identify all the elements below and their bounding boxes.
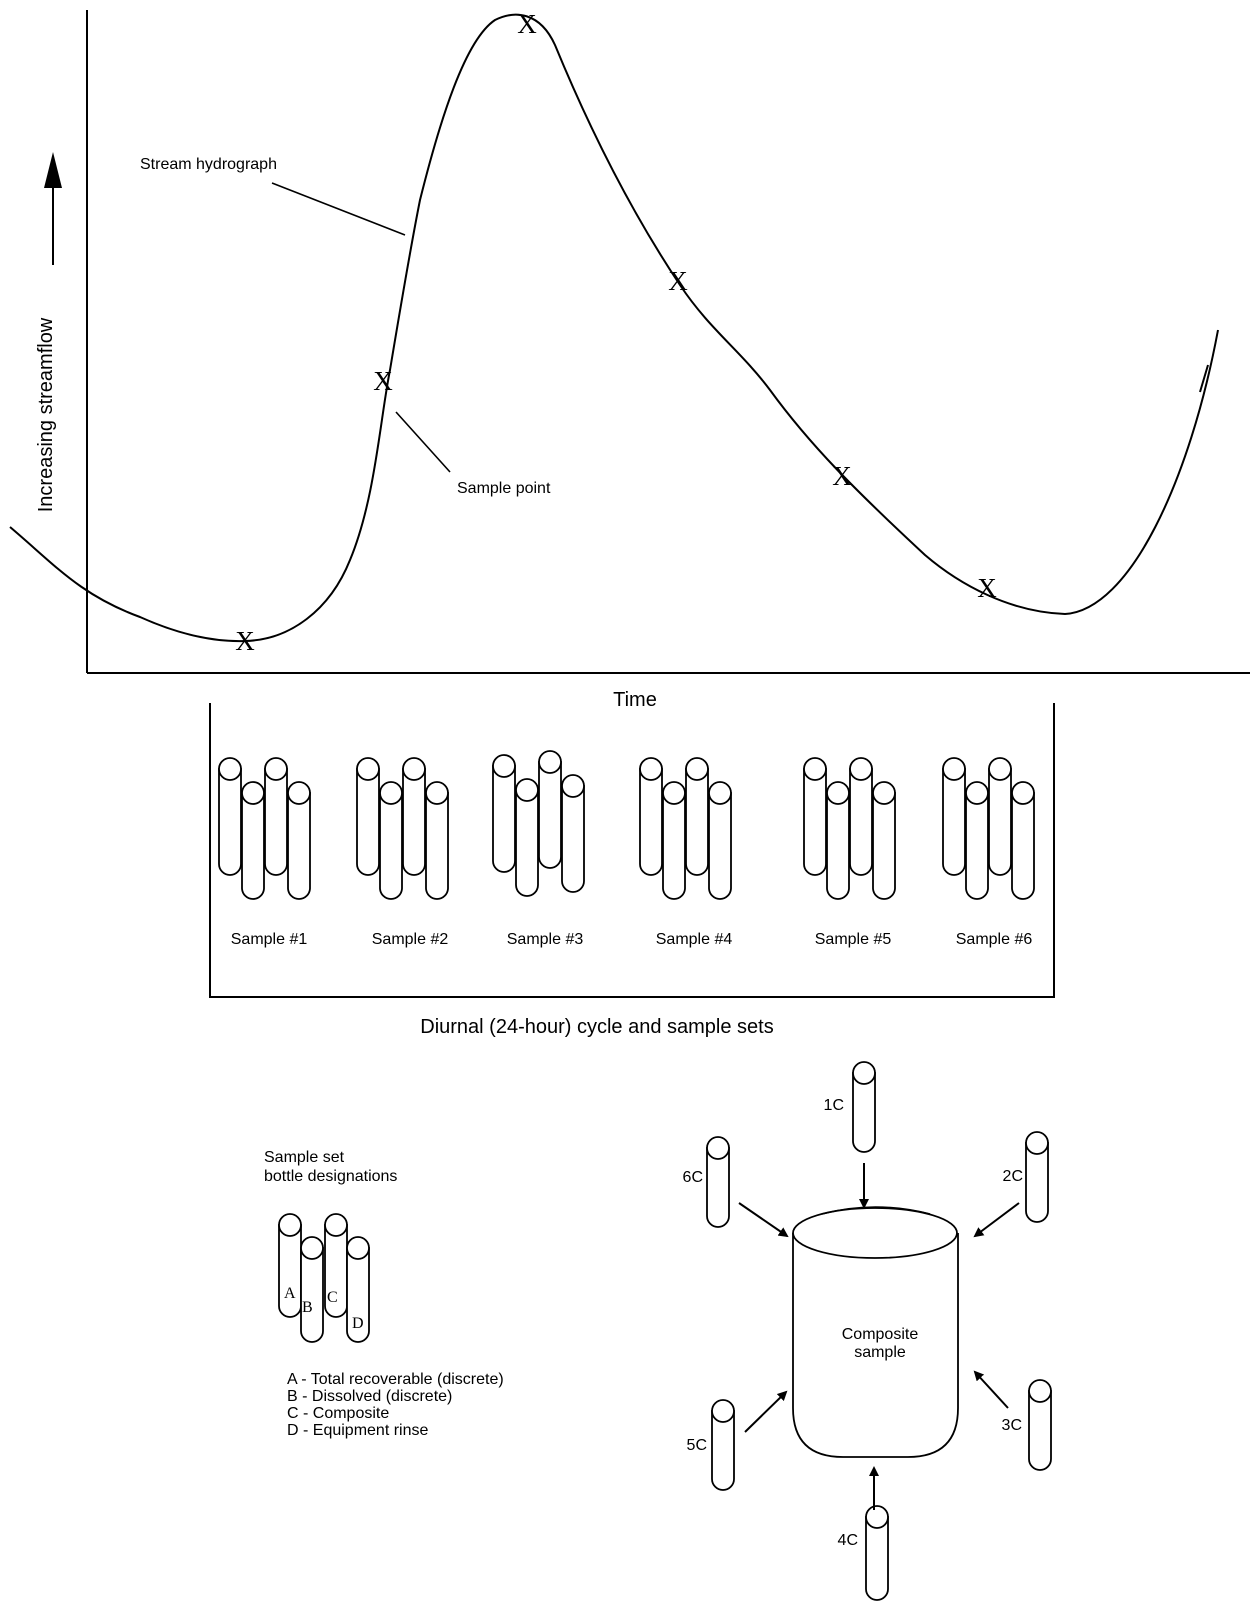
legend-item: A - Total recoverable (discrete) <box>287 1371 504 1388</box>
bottle-d <box>425 781 449 900</box>
hydrograph: Increasing streamflow Time X X X X X X S… <box>9 9 1250 711</box>
sample-label: Sample #3 <box>507 931 584 948</box>
bottle-d <box>872 781 896 900</box>
arrow-3c <box>973 1370 1009 1409</box>
legend-item: D - Equipment rinse <box>287 1422 428 1439</box>
bottle-a <box>803 757 827 876</box>
sample-marker: X <box>832 461 852 491</box>
sample-marker: X <box>517 9 537 39</box>
bottle-b <box>965 781 989 900</box>
sample-point-label: Sample point <box>457 480 551 497</box>
bottle-4c <box>865 1505 889 1601</box>
bottle-b <box>515 778 539 897</box>
bottle-b <box>826 781 850 900</box>
y-axis-label: Increasing streamflow <box>35 317 57 512</box>
bottle-letter: A <box>284 1285 296 1302</box>
sample-marker: X <box>668 266 688 296</box>
bottle-label-3c: 3C <box>1002 1417 1022 1434</box>
bottle-c <box>324 1213 348 1318</box>
bottle-d <box>287 781 311 900</box>
bottle-3c <box>1028 1379 1052 1471</box>
arrow-6c <box>738 1202 789 1238</box>
sample-sets-caption: Diurnal (24-hour) cycle and sample sets <box>420 1016 774 1038</box>
sample-point-leader <box>395 411 451 473</box>
legend-title: Sample set <box>264 1149 345 1166</box>
sample-labels: Sample #1 Sample #2 Sample #3 Sample #4 … <box>231 931 1033 948</box>
sample-label: Sample #1 <box>231 931 308 948</box>
bottle-6c <box>706 1136 730 1228</box>
sample-set <box>492 750 585 897</box>
x-axis-label: Time <box>613 689 657 711</box>
bottle-label-6c: 6C <box>683 1169 703 1186</box>
bottle-letter: B <box>302 1299 313 1316</box>
sample-label: Sample #6 <box>956 931 1033 948</box>
sample-sets-box <box>209 703 1055 998</box>
curve-end-tick <box>1199 364 1209 393</box>
legend-item: C - Composite <box>287 1405 389 1422</box>
bottle-c <box>264 757 288 876</box>
sample-label: Sample #2 <box>372 931 449 948</box>
composite-arrows <box>738 1163 1020 1510</box>
bottle-c <box>685 757 709 876</box>
sample-set <box>218 757 311 900</box>
sample-marker: X <box>235 626 255 656</box>
sample-label: Sample #4 <box>656 931 733 948</box>
bottle-b <box>379 781 403 900</box>
composite-bottles <box>706 1061 1052 1601</box>
bottle-d <box>346 1236 370 1343</box>
bottle-c <box>988 757 1012 876</box>
bottle-a <box>942 757 966 876</box>
sample-label: Sample #5 <box>815 931 892 948</box>
composite-container <box>792 1206 959 1458</box>
stream-hydrograph-label: Stream hydrograph <box>140 156 277 173</box>
composite-label: Composite <box>842 1326 919 1343</box>
bottle-d <box>1011 781 1035 900</box>
sample-sets-panel: Sample #1 Sample #2 Sample #3 Sample #4 … <box>209 703 1055 998</box>
bottle-label-1c: 1C <box>824 1097 844 1114</box>
bottle-label-2c: 2C <box>1003 1168 1023 1185</box>
bottle-legend: Sample set bottle designations A B C D A… <box>264 1149 504 1439</box>
composite-diagram: Composite sample 1C 2C 3C 4C 5C 6C <box>683 1061 1052 1601</box>
bottle-5c <box>711 1399 735 1491</box>
bottle-b <box>241 781 265 900</box>
bottle-letter: D <box>352 1315 364 1332</box>
y-axis-arrow <box>44 152 62 265</box>
sample-marker: X <box>977 573 997 603</box>
bottle-c <box>538 750 562 869</box>
composite-label: sample <box>854 1344 906 1361</box>
sample-set <box>356 757 449 900</box>
arrow-5c <box>744 1390 788 1433</box>
legend-title: bottle designations <box>264 1168 397 1185</box>
bottle-c <box>849 757 873 876</box>
sample-markers: X X X X X X <box>235 9 997 656</box>
bottle-b <box>300 1236 324 1343</box>
bottle-a <box>492 754 516 873</box>
bottle-label-5c: 5C <box>687 1437 707 1454</box>
stream-hydrograph-curve <box>9 13 1219 643</box>
arrow-2c <box>973 1202 1020 1238</box>
bottle-a <box>218 757 242 876</box>
bottle-a <box>356 757 380 876</box>
bottle-d <box>561 774 585 893</box>
bottle-c <box>402 757 426 876</box>
legend-item: B - Dissolved (discrete) <box>287 1388 452 1405</box>
sample-groups <box>218 750 1035 900</box>
bottle-1c <box>852 1061 876 1153</box>
sample-marker: X <box>373 366 393 396</box>
legend-bottle-set <box>278 1213 370 1343</box>
bottle-label-4c: 4C <box>838 1532 858 1549</box>
bottle-letter: C <box>327 1289 338 1306</box>
bottle-a <box>639 757 663 876</box>
bottle-d <box>708 781 732 900</box>
sample-set <box>639 757 732 900</box>
bottle-b <box>662 781 686 900</box>
sample-set <box>803 757 896 900</box>
stream-hydrograph-leader <box>271 182 406 236</box>
sample-set <box>942 757 1035 900</box>
bottle-2c <box>1025 1131 1049 1223</box>
